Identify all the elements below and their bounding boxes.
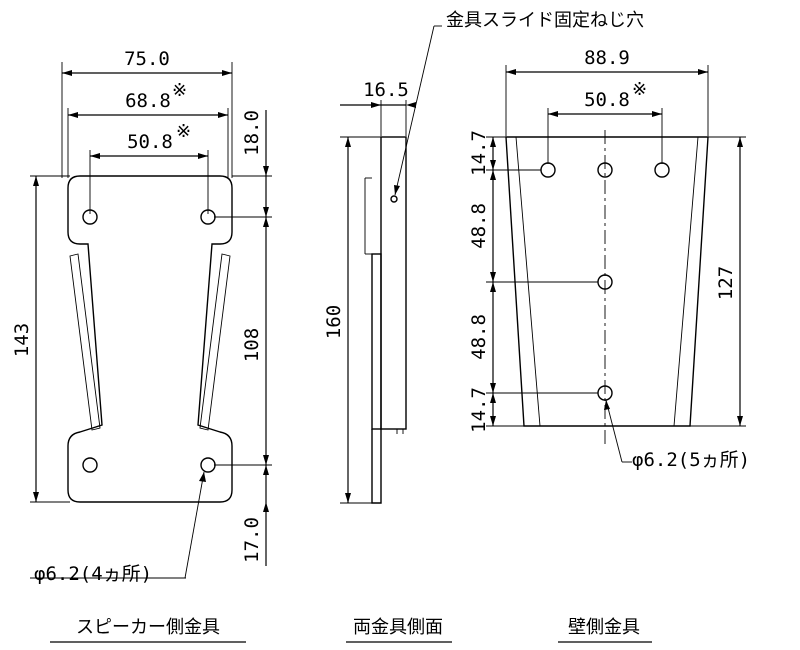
- dim-width-holes-label: 50.8: [127, 131, 173, 153]
- wall-hole-top-left: [540, 162, 556, 178]
- hole-bottom-left: [82, 457, 98, 473]
- dim-top-offset-label: 18.0: [241, 110, 263, 156]
- slide-screw-callout: 金具スライド固定ねじ穴: [394, 10, 644, 196]
- hole-bottom-right: [200, 457, 216, 473]
- dim-wall-gap-bottom-label: 14.7: [468, 387, 490, 433]
- dim-width-mid: 68.8 ※: [67, 80, 229, 178]
- dim-right-stack: 18.0 108 17.0: [214, 110, 272, 566]
- caption-wall: 壁側金具: [568, 617, 640, 638]
- dim-width-overall: 75.0: [61, 48, 233, 178]
- captions: スピーカー側金具 両金具側面 壁側金具: [50, 617, 652, 643]
- speaker-bracket: [67, 175, 233, 503]
- wall-hole-top-center: [597, 162, 613, 178]
- side-view: [364, 136, 407, 504]
- dim-width-overall-label: 75.0: [124, 48, 170, 70]
- side-plate-lower: [371, 429, 382, 504]
- slide-screw-hole: [390, 195, 398, 203]
- dim-width-holes: 50.8 ※: [89, 121, 209, 214]
- dim-wall-left-stack: 14.7 48.8 48.8 14.7: [468, 130, 598, 433]
- dim-wall-holes-label: 50.8: [584, 89, 630, 111]
- note-mark-3: ※: [632, 79, 647, 100]
- dim-hole-spacing-label: 108: [241, 328, 263, 362]
- hole-callout-wall-label: φ6.2(5ヵ所): [632, 449, 750, 471]
- caption-side: 両金具側面: [353, 617, 443, 638]
- dim-side-height-label: 160: [323, 305, 345, 339]
- dim-wall-height: 127: [690, 136, 746, 427]
- dim-wall-gap-upper-label: 48.8: [468, 203, 490, 249]
- dim-wall-width: 88.9: [505, 47, 709, 136]
- wall-hole-top-right: [654, 162, 670, 178]
- wall-bracket: [505, 130, 709, 445]
- dim-height-overall: 143: [11, 175, 70, 503]
- dim-width-mid-label: 68.8: [125, 90, 171, 112]
- dim-wall-gap-lower-label: 48.8: [468, 314, 490, 360]
- dim-wall-width-label: 88.9: [584, 47, 630, 69]
- slide-screw-callout-label: 金具スライド固定ねじ穴: [446, 10, 644, 31]
- dim-side-height: 160: [323, 136, 382, 504]
- dim-wall-gap-top-label: 14.7: [468, 130, 490, 176]
- hole-callout-speaker: φ6.2(4ヵ所): [30, 471, 206, 585]
- dim-bottom-offset-label: 17.0: [241, 517, 263, 563]
- side-plate-back: [371, 253, 382, 430]
- dim-wall-height-label: 127: [715, 266, 737, 300]
- side-plate-main: [380, 136, 407, 430]
- note-mark-2: ※: [176, 121, 191, 142]
- note-mark-1: ※: [172, 80, 187, 101]
- right-slot: [199, 253, 231, 431]
- dim-side-depth-label: 16.5: [363, 79, 409, 101]
- dim-height-overall-label: 143: [11, 323, 33, 357]
- caption-speaker: スピーカー側金具: [76, 617, 220, 638]
- dim-side-depth: 16.5: [340, 79, 416, 136]
- speaker-bracket-outline: [67, 175, 233, 503]
- hole-callout-wall: φ6.2(5ヵ所): [604, 399, 750, 471]
- dim-wall-holes: 50.8 ※: [547, 79, 663, 164]
- hole-callout-speaker-label: φ6.2(4ヵ所): [34, 563, 152, 585]
- left-slot: [69, 253, 101, 431]
